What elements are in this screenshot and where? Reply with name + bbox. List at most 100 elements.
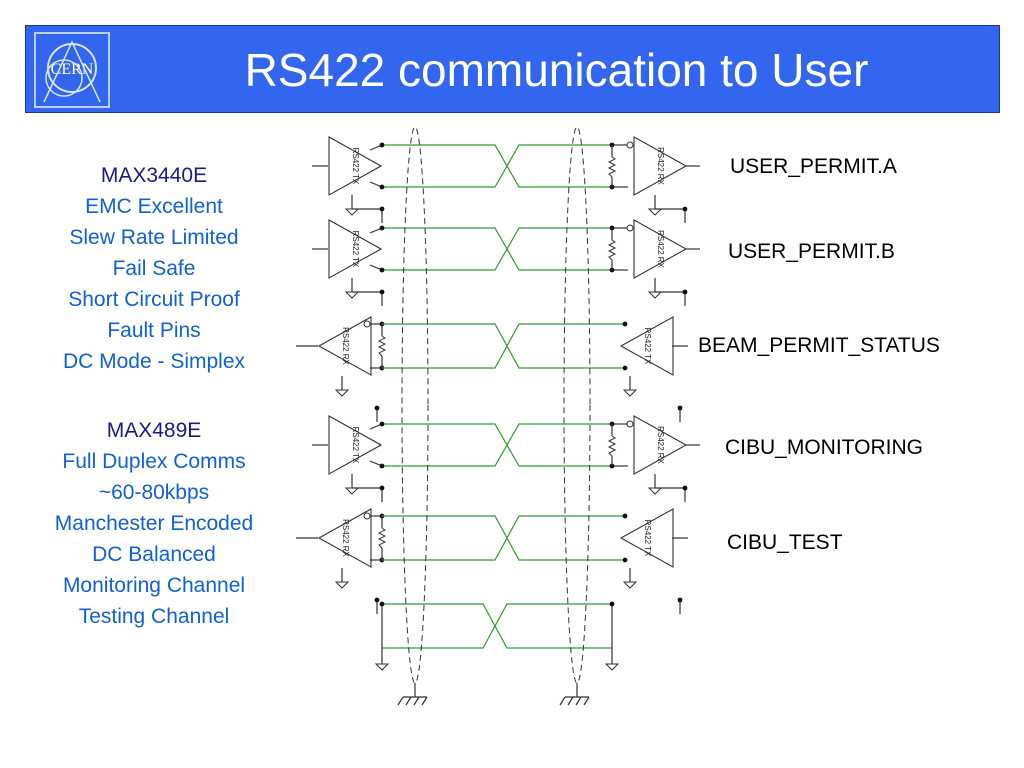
rs422-chip-rs422-rx (633, 136, 688, 196)
chassis-ground-icon (567, 696, 574, 706)
ground-icon (647, 291, 663, 299)
enable-pin (626, 224, 634, 232)
junction-dot (379, 289, 385, 295)
ground-icon (334, 581, 350, 589)
junction-dot (374, 597, 380, 603)
junction-dot (374, 405, 380, 411)
chip-label: RS422 TX (351, 231, 360, 268)
resistor (377, 335, 387, 357)
chip-label: RS422 RX (656, 147, 665, 185)
twisted-pair-wire (382, 515, 625, 561)
chassis-ground-icon (405, 696, 412, 706)
twisted-pair-wire (382, 323, 625, 369)
spec-item: ~60-80kbps (98, 481, 210, 504)
junction-dot (609, 601, 615, 607)
junction-dot (379, 206, 385, 212)
spec-item: Manchester Encoded (54, 512, 254, 535)
enable-pin (363, 512, 371, 520)
spec-item: Slew Rate Limited (69, 226, 239, 249)
spec-item: DC Balanced (92, 543, 216, 566)
chip-label: RS422 TX (643, 328, 652, 365)
chip-label: RS422 RX (656, 426, 665, 464)
spec-heading: MAX489E (106, 419, 202, 442)
spec-item: Full Duplex Comms (62, 450, 246, 473)
junction-dot (622, 513, 628, 519)
signal-label-cibu-monitoring: CIBU_MONITORING (725, 436, 923, 459)
signal-label-user-permit-a: USER_PERMIT.A (730, 155, 897, 178)
junction-dot (622, 557, 628, 563)
rs422-chip-rs422-rx (633, 415, 688, 475)
junction-dot (677, 405, 683, 411)
chassis-ground-icon (421, 696, 428, 706)
spec-item: EMC Excellent (85, 195, 223, 218)
chassis-ground-icon (413, 696, 420, 706)
rs422-chip-rs422-tx (328, 136, 383, 196)
spec-item: Fault Pins (107, 319, 201, 342)
ground-icon (647, 487, 663, 495)
title-bar: CERN RS422 communication to User (25, 25, 1000, 113)
junction-dot (379, 485, 385, 491)
junction-dot (379, 184, 385, 190)
spec-item: Short Circuit Proof (68, 288, 240, 311)
junction-dot (682, 485, 688, 491)
resistor (607, 435, 617, 457)
twisted-pair-wire (382, 227, 612, 271)
twisted-pair-wire (382, 423, 612, 467)
resistor (377, 527, 387, 549)
rs422-chip-rs422-tx (328, 415, 383, 475)
rs422-chip-rs422-rx (317, 508, 372, 568)
chip-label: RS422 RX (656, 230, 665, 268)
twisted-pair-wire (382, 603, 612, 649)
rs422-chip-rs422-rx (633, 219, 688, 279)
twisted-pair-wire (382, 603, 612, 649)
chip-label: RS422 RX (341, 327, 350, 365)
twisted-pair-wire (382, 323, 625, 369)
twisted-pair-wire (382, 144, 612, 188)
signal-label-cibu-test: CIBU_TEST (727, 531, 843, 554)
chassis-ground-icon (559, 696, 566, 706)
cern-logo: CERN (34, 32, 110, 108)
junction-dot (379, 601, 385, 607)
resistor (607, 239, 617, 261)
enable-pin (363, 320, 371, 328)
resistor (607, 156, 617, 178)
chip-label: RS422 RX (341, 519, 350, 557)
twisted-pair-wire (382, 227, 612, 271)
ground-icon (604, 663, 620, 671)
spec-block-max3440e: MAX3440E EMC Excellent Slew Rate Limited… (18, 160, 290, 377)
twisted-pair-wire (382, 144, 612, 188)
rs422-chip-rs422-tx (328, 219, 383, 279)
ground-icon (344, 487, 360, 495)
enable-pin (626, 141, 634, 149)
junction-dot (379, 463, 385, 469)
chassis-ground-icon (583, 696, 590, 706)
chip-label: RS422 TX (351, 148, 360, 185)
signal-label-beam-permit-status: BEAM_PERMIT_STATUS (698, 334, 940, 357)
chassis-ground-icon (397, 696, 404, 706)
junction-dot (379, 142, 385, 148)
ground-icon (344, 291, 360, 299)
signal-label-user-permit-b: USER_PERMIT.B (728, 240, 895, 263)
ground-icon (622, 581, 638, 589)
ground-icon (374, 663, 390, 671)
twisted-pair-wire (382, 423, 612, 467)
junction-dot (622, 321, 628, 327)
junction-dot (682, 206, 688, 212)
cable-shield (563, 126, 591, 684)
rs422-chip-rs422-rx (317, 316, 372, 376)
junction-dot (682, 289, 688, 295)
junction-dot (379, 267, 385, 273)
spec-item: DC Mode - Simplex (62, 350, 246, 373)
spec-item: Testing Channel (78, 605, 230, 628)
junction-dot (379, 421, 385, 427)
ground-icon (647, 208, 663, 216)
junction-dot (622, 365, 628, 371)
junction-dot (379, 225, 385, 231)
svg-text:CERN: CERN (51, 61, 94, 78)
junction-dot (677, 597, 683, 603)
ground-icon (622, 389, 638, 397)
spec-heading: MAX3440E (100, 164, 208, 187)
ground-icon (344, 208, 360, 216)
page-title: RS422 communication to User (244, 44, 869, 96)
spec-block-max489e: MAX489E Full Duplex Comms ~60-80kbps Man… (18, 415, 290, 632)
